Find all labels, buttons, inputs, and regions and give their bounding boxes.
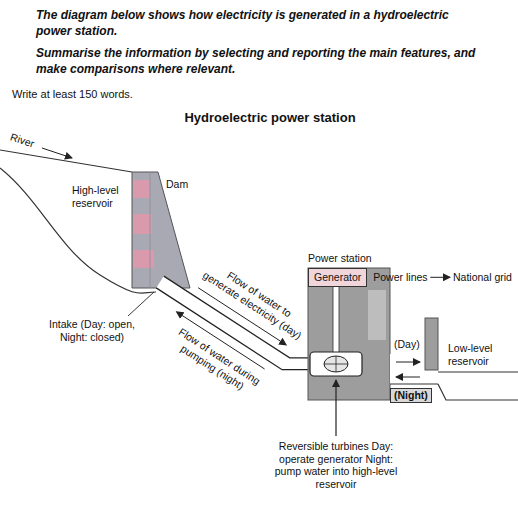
night-label: (Night) — [390, 388, 432, 403]
sluice-gate — [425, 318, 438, 370]
river-arrow — [42, 148, 72, 158]
national-grid-label: National grid — [453, 271, 512, 284]
turbine-blade — [336, 356, 337, 372]
outflow-channel — [390, 354, 425, 384]
dam-block — [133, 180, 150, 198]
river-bank — [0, 150, 132, 172]
low-water-surface — [438, 372, 518, 373]
channel-floor — [390, 383, 438, 384]
node-heading: Power station — [308, 252, 390, 265]
dam-label: Dam — [166, 178, 188, 191]
day-label: (Day) — [394, 338, 420, 351]
intake-leader — [128, 292, 154, 316]
dam-block — [133, 250, 154, 268]
word-count-note: Write at least 150 words. — [12, 88, 133, 101]
night-inflow-arrow — [396, 377, 420, 378]
reservoir-label: High-level reservoir — [72, 184, 136, 209]
turbine-callout: Reversible turbines Day: operate generat… — [274, 440, 398, 490]
dam-joint — [150, 172, 151, 288]
power-station-building — [308, 268, 390, 400]
low-reservoir-bed — [438, 384, 518, 400]
intake-label: Intake (Day: open, Night: closed) — [40, 318, 144, 343]
generator-box: Generator — [308, 268, 367, 287]
low-reservoir-label: Low-level reservoir — [448, 342, 514, 367]
diagram-title: Hydroelectric power station — [130, 110, 410, 126]
turbine-shaft — [333, 286, 339, 354]
reversible-turbine — [310, 352, 362, 376]
turbine-callout-arrow — [335, 380, 336, 436]
building-panel — [368, 290, 386, 340]
node-label: Generator — [314, 271, 361, 284]
turbine-rotor — [324, 356, 348, 372]
task-prompt: Summarise the information by selecting a… — [36, 46, 486, 77]
power-lines-label: Power lines — [373, 271, 427, 284]
dam-block — [133, 214, 152, 234]
power-lines-arrow — [430, 277, 450, 278]
day-outflow-arrow — [396, 362, 420, 363]
river-label: River — [8, 130, 35, 150]
dam — [132, 172, 190, 288]
flow-label: Flow of water during pumping (night) — [162, 320, 270, 402]
task-prompt: The diagram below shows how electricity … — [36, 8, 486, 39]
